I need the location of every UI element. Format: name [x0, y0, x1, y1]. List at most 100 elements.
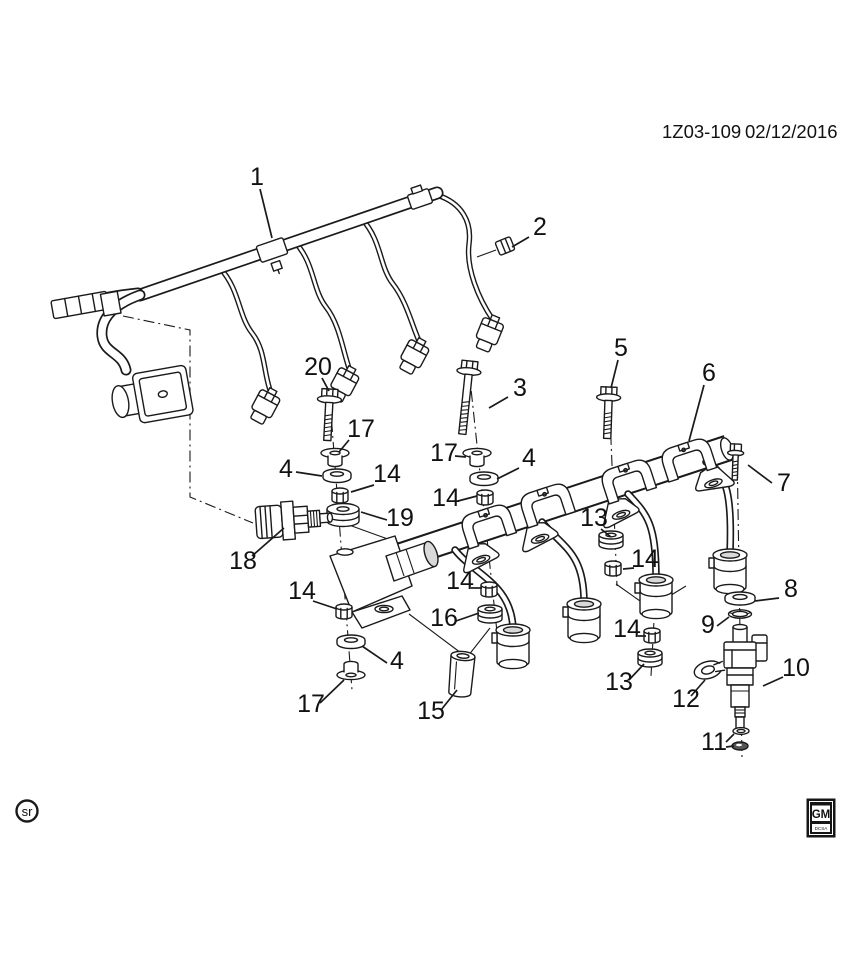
- callout-14-9: 14: [373, 460, 401, 488]
- washer-8: [724, 591, 756, 606]
- nut-14f: [643, 627, 661, 644]
- leader-line-19-10: [360, 511, 388, 521]
- leader-line-5-5: [610, 359, 619, 389]
- sr-stamp-text: sr: [22, 804, 34, 819]
- sr-stamp: sr: [15, 799, 39, 823]
- clip-reference-line: [476, 249, 497, 258]
- leader-line-7-7: [747, 464, 773, 484]
- washer-4c: [336, 634, 366, 650]
- leader-line-14-9: [350, 484, 375, 493]
- branch-connector: [50, 290, 122, 320]
- callout-4-18: 4: [390, 647, 404, 675]
- callout-14-29: 14: [613, 615, 641, 643]
- leader-line-13-15: [600, 528, 612, 538]
- sleeve-reference-line-b: [467, 627, 491, 657]
- catalog-number: 1Z03-109: [662, 121, 741, 142]
- leader-line-17-3: [338, 439, 350, 453]
- leader-line-13-28: [628, 663, 645, 681]
- grommet-13a: [598, 530, 624, 550]
- retaining-clip-12: [693, 660, 726, 680]
- callout-14-14: 14: [432, 484, 460, 512]
- leader-line-17-12: [454, 455, 467, 458]
- leader-line-10-25: [762, 676, 784, 687]
- callout-12-26: 12: [672, 685, 700, 713]
- fuel-injector-10: [723, 623, 768, 733]
- callout-15-22: 15: [417, 697, 445, 725]
- callout-17-3: 17: [347, 415, 375, 443]
- nut-14e: [480, 581, 498, 598]
- gm-logo: GM DCSA: [806, 798, 836, 838]
- leader-line-4-8: [295, 471, 323, 477]
- leader-line-8-23: [754, 597, 780, 602]
- callout-14-17: 14: [288, 577, 316, 605]
- harness-wires: [217, 192, 496, 396]
- bolt-20: [314, 387, 343, 442]
- leader-line-17-19: [319, 679, 345, 704]
- leader-line-11-27: [725, 745, 735, 748]
- nut-14b: [476, 489, 494, 506]
- sensor-18: [254, 500, 334, 541]
- callout-20-2: 20: [304, 353, 332, 381]
- leader-line-3-4: [488, 396, 509, 409]
- conduit-band-2: [406, 184, 434, 210]
- nut-14c: [604, 560, 622, 577]
- leader-line-9-24: [716, 616, 730, 627]
- leader-line-15-22: [440, 689, 458, 711]
- injector-cup-2: [562, 597, 602, 644]
- harness-clip-1: [270, 259, 283, 275]
- injector-connector-3: [395, 333, 433, 378]
- callout-14-20: 14: [446, 567, 474, 595]
- seal-11b: [731, 741, 749, 751]
- callout-8-23: 8: [784, 575, 798, 603]
- callout-6-6: 6: [702, 359, 716, 387]
- callout-19-10: 19: [386, 504, 414, 532]
- seal-9: [727, 609, 753, 619]
- leader-line-4-18: [361, 645, 388, 664]
- callout-17-12: 17: [430, 439, 458, 467]
- injector-connector-1: [246, 383, 284, 428]
- callout-5-5: 5: [614, 334, 628, 362]
- leader-line-1-0: [259, 188, 273, 239]
- washer-4b: [469, 471, 499, 487]
- gm-logo-subtext: DCSA: [815, 826, 829, 831]
- leader-line-18-11: [251, 527, 285, 557]
- seal-11a: [732, 726, 750, 736]
- injector-cup-4: [708, 548, 748, 595]
- leader-line-6-6: [688, 384, 705, 442]
- callout-16-21: 16: [430, 604, 458, 632]
- nut-14d: [335, 603, 353, 620]
- callout-1-0: 1: [250, 163, 264, 191]
- washer-17b: [462, 447, 492, 468]
- callout-17-19: 17: [297, 690, 325, 718]
- callout-4-8: 4: [279, 455, 293, 483]
- injector-cup-1: [491, 623, 531, 670]
- bushing-17c: [336, 660, 366, 681]
- leader-line-12-26: [690, 679, 706, 697]
- leader-line-14-16: [622, 567, 635, 570]
- injector-cup-3: [634, 573, 674, 620]
- fuel-rail: [329, 431, 748, 670]
- washer-4a: [322, 468, 352, 484]
- sleeve-reference-line-a: [408, 613, 462, 654]
- revision-date: 02/12/2016: [745, 121, 838, 142]
- callout-7-7: 7: [777, 469, 791, 497]
- callout-14-16: 14: [631, 545, 659, 573]
- harness-clip-2: [494, 236, 516, 256]
- leader-line-2-1: [511, 236, 530, 248]
- callout-2-1: 2: [533, 213, 547, 241]
- leader-line-11-27: [725, 733, 735, 743]
- leader-line-14-14: [457, 495, 478, 502]
- rail-inlet-assembly: [329, 535, 439, 629]
- leader-line-20-2: [321, 377, 330, 392]
- leader-line-14-17: [312, 600, 338, 610]
- grommet-13b: [637, 648, 663, 668]
- sleeve-15: [448, 650, 476, 698]
- leader-line-16-21: [455, 612, 480, 622]
- washer-17a: [320, 447, 350, 468]
- callout-11-27: 11: [701, 728, 727, 756]
- callout-3-4: 3: [513, 374, 527, 402]
- injector-connector-4: [471, 311, 507, 355]
